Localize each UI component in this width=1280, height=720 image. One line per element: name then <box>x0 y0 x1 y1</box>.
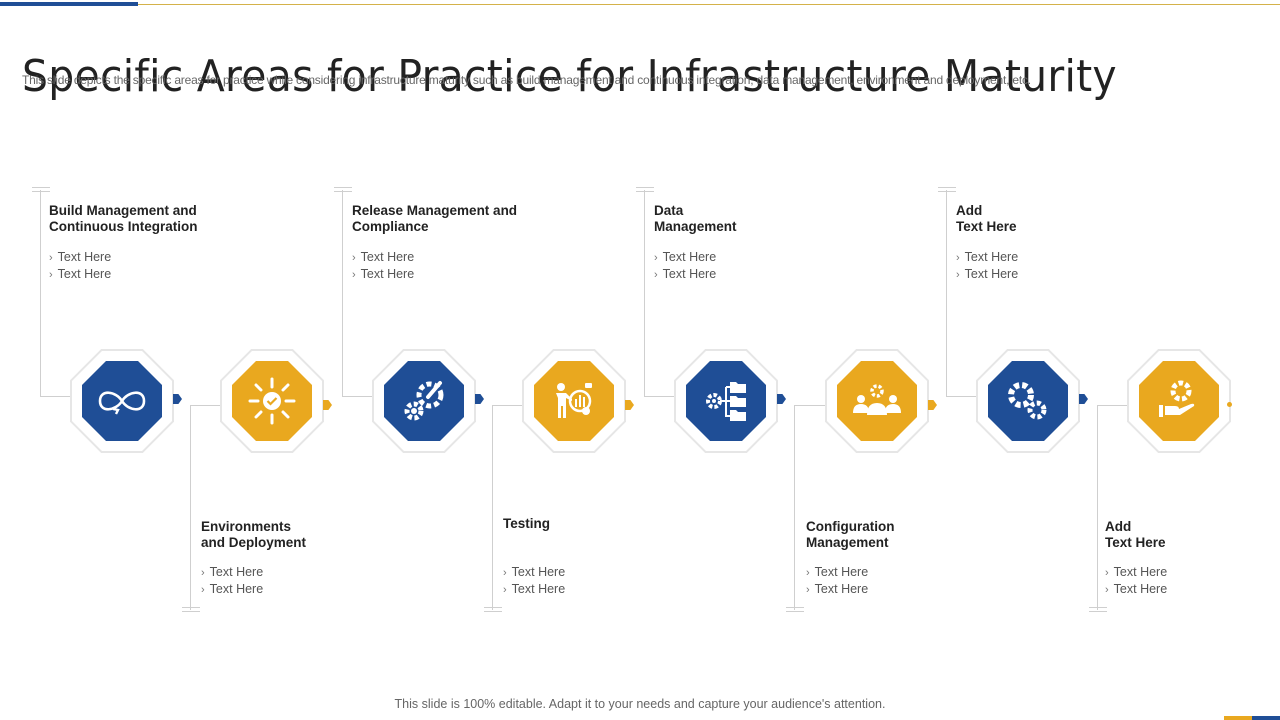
connector-line <box>342 396 374 397</box>
connector-cap <box>182 607 200 612</box>
gold-arrow-tab <box>323 400 332 410</box>
blue-arrow-tab <box>777 394 786 404</box>
list-item: ›Text Here <box>806 582 869 596</box>
connector-line <box>946 396 978 397</box>
list-item: ›Text Here <box>654 267 717 281</box>
list-item: ›Text Here <box>352 250 415 264</box>
presenter-chart-icon <box>534 361 614 441</box>
corner-accent-blue <box>1252 716 1280 720</box>
connector-cap <box>1089 607 1107 612</box>
step-3-text: Release Management and Compliance ›Text … <box>352 203 517 283</box>
connector-line <box>1097 405 1098 610</box>
step-7-node <box>976 349 1080 453</box>
gear-folders-icon <box>686 361 766 441</box>
step-title: Testing <box>503 516 550 531</box>
connector-line <box>492 405 493 610</box>
step-title: Release Management and Compliance <box>352 203 518 234</box>
blue-arrow-tab <box>475 394 484 404</box>
connector-line <box>40 190 41 397</box>
step-1-node <box>70 349 174 453</box>
corner-accent-gold <box>1224 716 1252 720</box>
connector-cap <box>32 187 50 192</box>
connector-line <box>1097 405 1131 406</box>
page-title: Specific Areas for Practice for Infrastr… <box>22 51 1117 103</box>
step-title: Configuration Management <box>806 519 895 550</box>
connector-line <box>190 405 191 610</box>
step-8-text: Add Text Here ›Text Here ›Text Here <box>1105 519 1167 598</box>
connector-cap <box>484 607 502 612</box>
sun-check-icon <box>232 361 312 441</box>
blue-arrow-tab <box>1079 394 1088 404</box>
step-3-node <box>372 349 476 453</box>
step-2-node <box>220 349 324 453</box>
step-title: Environments and Deployment <box>201 519 307 550</box>
connector-line <box>644 190 645 397</box>
connector-line <box>946 190 947 397</box>
step-2-text: Environments and Deployment ›Text Here ›… <box>201 519 306 598</box>
gold-arrow-tab <box>928 400 937 410</box>
connector-line <box>794 405 828 406</box>
connector-line <box>40 396 72 397</box>
gears-wrench-icon <box>384 361 464 441</box>
footer-note: This slide is 100% editable. Adapt it to… <box>394 697 886 711</box>
step-title: Add Text Here <box>956 203 1017 234</box>
page-subtitle: This slide depicts the specific areas fo… <box>22 73 1031 87</box>
list-item: ›Text Here <box>956 250 1019 264</box>
step-5-node <box>674 349 778 453</box>
blue-arrow-tab <box>173 394 182 404</box>
step-6-text: Configuration Management ›Text Here ›Tex… <box>806 519 894 598</box>
connector-line <box>492 405 526 406</box>
hand-gear-icon <box>1139 361 1219 441</box>
list-item: ›Text Here <box>201 582 264 596</box>
connector-cap <box>938 187 956 192</box>
connector-cap <box>334 187 352 192</box>
connector-line <box>190 405 224 406</box>
two-gears-icon <box>988 361 1068 441</box>
list-item: ›Text Here <box>201 565 264 579</box>
top-accent-line <box>138 4 1280 5</box>
infinity-icon <box>82 361 162 441</box>
step-7-text: Add Text Here ›Text Here ›Text Here <box>956 203 1018 283</box>
list-item: ›Text Here <box>806 565 869 579</box>
list-item: ›Text Here <box>1105 565 1168 579</box>
connector-cap <box>636 187 654 192</box>
step-8-node <box>1127 349 1231 453</box>
list-item: ›Text Here <box>49 250 112 264</box>
list-item: ›Text Here <box>503 582 566 596</box>
list-item: ›Text Here <box>654 250 717 264</box>
list-item: ›Text Here <box>352 267 415 281</box>
step-4-node <box>522 349 626 453</box>
top-accent-bar <box>0 2 138 6</box>
step-4-text: Testing ›Text Here ›Text Here <box>503 516 565 598</box>
list-item: ›Text Here <box>1105 582 1168 596</box>
connector-line <box>644 396 676 397</box>
list-item: ›Text Here <box>503 565 566 579</box>
step-1-text: Build Management and Continuous Integrat… <box>49 203 197 283</box>
step-5-text: Data Management ›Text Here ›Text Here <box>654 203 737 283</box>
step-title: Data Management <box>654 203 737 234</box>
list-item: ›Text Here <box>49 267 112 281</box>
list-item: ›Text Here <box>956 267 1019 281</box>
team-gear-icon <box>837 361 917 441</box>
step-title: Build Management and Continuous Integrat… <box>49 203 198 234</box>
end-dot <box>1227 402 1232 407</box>
connector-line <box>794 405 795 610</box>
connector-line <box>342 190 343 397</box>
connector-cap <box>786 607 804 612</box>
step-6-node <box>825 349 929 453</box>
gold-arrow-tab <box>625 400 634 410</box>
step-title: Add Text Here <box>1105 519 1166 550</box>
